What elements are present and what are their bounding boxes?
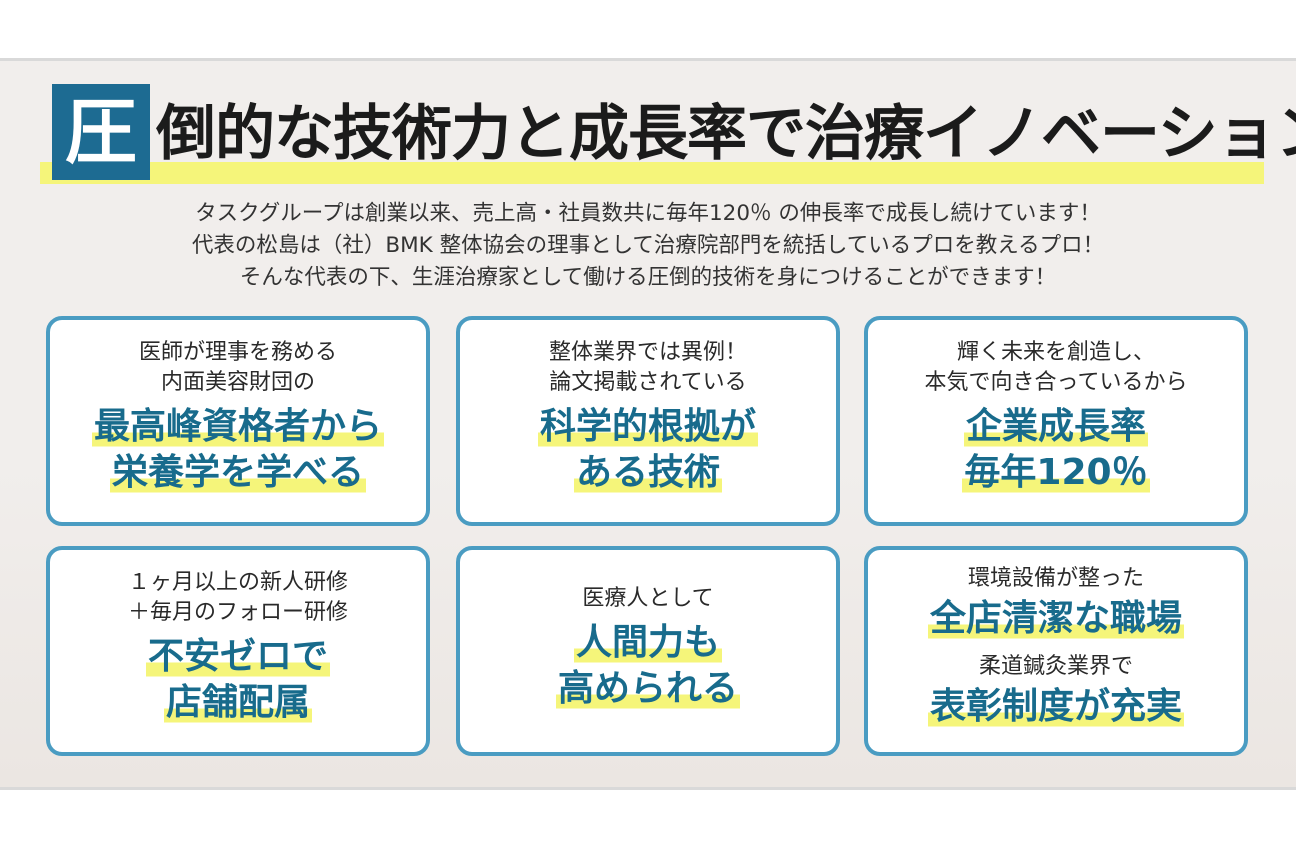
feature-card-environment: 環境設備が整った 全店清潔な職場 柔道鍼灸業界で 表彰制度が充実 <box>864 546 1248 756</box>
feature-card-humanity: 医療人として 人間力も 高められる <box>456 546 840 756</box>
card-subtitle: 輝く未来を創造し、 <box>956 340 1155 365</box>
intro-line: タスクグループは創業以来、売上高・社員数共に毎年120％ の伸長率で成長し続けて… <box>195 201 1101 226</box>
card-headline: 科学的根拠が <box>537 404 758 450</box>
card-subtitle: 環境設備が整った <box>967 566 1144 591</box>
card-headline: 企業成長率 <box>963 404 1148 450</box>
card-headline: 店舗配属 <box>163 680 312 726</box>
card-subtitle: １ヶ月以上の新人研修 <box>127 570 348 595</box>
card-subtitle: ＋毎月のフォロー研修 <box>127 600 348 625</box>
card-headline: 全店清潔な職場 <box>927 596 1184 642</box>
feature-card-nutrition: 医師が理事を務める 内面美容財団の 最高峰資格者から 栄養学を学べる <box>46 316 430 526</box>
feature-card-growth: 輝く未来を創造し、 本気で向き合っているから 企業成長率 毎年120％ <box>864 316 1248 526</box>
feature-card-training: １ヶ月以上の新人研修 ＋毎月のフォロー研修 不安ゼロで 店舗配属 <box>46 546 430 756</box>
card-subtitle: 医師が理事を務める <box>138 340 337 365</box>
card-headline: 高められる <box>555 666 740 712</box>
card-headline: 人間力も <box>573 620 722 666</box>
headline-underline <box>40 162 1264 184</box>
intro-line: そんな代表の下、生涯治療家として働ける圧倒的技術を身につけることができます！ <box>239 265 1057 290</box>
card-headline: 不安ゼロで <box>145 634 330 680</box>
card-subtitle: 本気で向き合っているから <box>924 370 1188 395</box>
feature-card-evidence: 整体業界では異例！ 論文掲載されている 科学的根拠が ある技術 <box>456 316 840 526</box>
headline-box-char: 圧 <box>52 84 150 180</box>
card-headline: 毎年120％ <box>962 450 1150 496</box>
card-subtitle: 医療人として <box>582 586 714 611</box>
card-headline: 栄養学を学べる <box>109 450 366 496</box>
card-subtitle: 論文掲載されている <box>549 370 747 395</box>
card-subtitle: 内面美容財団の <box>160 370 315 395</box>
intro-text: タスクグループは創業以来、売上高・社員数共に毎年120％ の伸長率で成長し続けて… <box>60 198 1236 294</box>
card-subtitle: 柔道鍼灸業界で <box>978 654 1133 679</box>
intro-line: 代表の松島は（社）BMK 整体協会の理事として治療院部門を統括しているプロを教え… <box>191 233 1105 258</box>
headline-text: 倒的な技術力と成長率で治療イノベーション <box>156 99 1296 169</box>
card-subtitle: 整体業界では異例！ <box>548 340 747 365</box>
headline: 圧 倒的な技術力と成長率で治療イノベーション <box>40 84 1296 190</box>
card-headline: 表彰制度が充実 <box>927 684 1184 730</box>
card-headline: 最高峰資格者から <box>91 404 384 450</box>
card-headline: ある技術 <box>573 450 722 496</box>
